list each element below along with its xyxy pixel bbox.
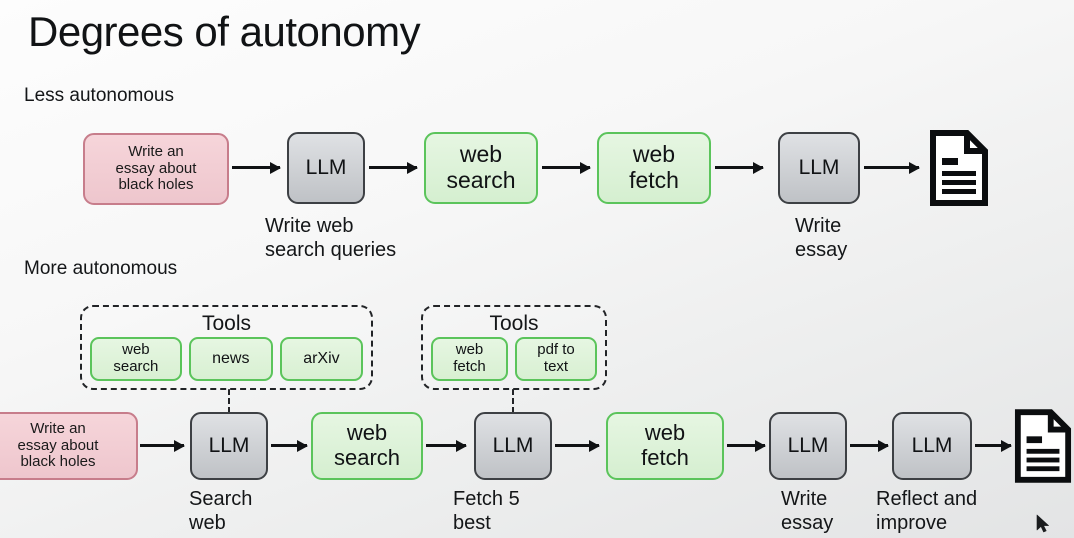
bottom-caption-llm-4: Reflect and improve	[876, 488, 978, 535]
top-node-prompt[interactable]: Write an essay about black holes	[83, 133, 229, 205]
bottom-node-llm-3[interactable]: LLM	[769, 412, 847, 480]
bottom-node-prompt[interactable]: Write an essay about black holes	[0, 412, 138, 480]
top-arrow-websearch-to-webfetch	[542, 166, 590, 169]
bottom-caption-llm-1: Search web	[189, 488, 253, 535]
tools-group-fetch: Tools web fetch pdf to text	[421, 305, 607, 390]
band-label-more-autonomous: More autonomous	[24, 258, 178, 279]
top-node-llm-1[interactable]: LLM	[287, 132, 365, 204]
bottom-arrow-llm3-to-llm4	[850, 444, 888, 447]
mouse-cursor-icon	[1036, 514, 1052, 534]
bottom-arrow-llm1-to-websearch	[271, 444, 307, 447]
top-arrow-llm2-to-document	[864, 166, 919, 169]
tools-group-search-title: Tools	[201, 312, 252, 335]
top-node-web-search[interactable]: web search	[424, 132, 538, 204]
bottom-node-llm-2[interactable]: LLM	[474, 412, 552, 480]
tool-chip-news[interactable]: news	[188, 337, 273, 381]
top-arrow-llm1-to-websearch	[369, 166, 417, 169]
tools-group-fetch-connector	[512, 389, 514, 413]
bottom-arrow-prompt-to-llm1	[140, 444, 184, 447]
tool-chip-pdf-to-text[interactable]: pdf to text	[515, 337, 597, 381]
tool-chip-web-search[interactable]: web search	[90, 337, 182, 381]
bottom-arrow-llm2-to-webfetch	[555, 444, 599, 447]
bottom-node-llm-1[interactable]: LLM	[190, 412, 268, 480]
tools-group-search: Tools web search news arXiv	[80, 305, 373, 390]
bottom-node-web-search[interactable]: web search	[311, 412, 423, 480]
tool-chip-arxiv[interactable]: arXiv	[279, 337, 363, 381]
top-arrow-prompt-to-llm1	[232, 166, 280, 169]
top-node-llm-2[interactable]: LLM	[778, 132, 860, 204]
tool-chip-web-fetch[interactable]: web fetch	[431, 337, 508, 381]
bottom-document-icon	[1014, 408, 1072, 484]
bottom-arrow-webfetch-to-llm3	[727, 444, 765, 447]
tools-group-fetch-title: Tools	[489, 312, 539, 335]
tools-group-fetch-chips: web fetch pdf to text	[431, 337, 597, 381]
top-node-web-fetch[interactable]: web fetch	[597, 132, 711, 204]
bottom-arrow-llm4-to-document	[975, 444, 1011, 447]
bottom-arrow-websearch-to-llm2	[426, 444, 466, 447]
top-arrow-webfetch-to-llm2	[715, 166, 763, 169]
tools-group-search-connector	[228, 389, 230, 413]
top-caption-llm-2: Write essay	[795, 215, 848, 262]
bottom-caption-llm-2: Fetch 5 best	[453, 488, 520, 535]
bottom-caption-llm-3: Write essay	[781, 488, 834, 535]
page-title: Degrees of autonomy	[28, 8, 421, 55]
bottom-node-llm-4[interactable]: LLM	[892, 412, 972, 480]
top-document-icon	[929, 130, 989, 206]
tools-group-search-chips: web search news arXiv	[90, 337, 363, 381]
band-label-less-autonomous: Less autonomous	[24, 85, 174, 106]
top-caption-llm-1: Write web search queries	[265, 215, 397, 262]
bottom-node-web-fetch[interactable]: web fetch	[606, 412, 724, 480]
